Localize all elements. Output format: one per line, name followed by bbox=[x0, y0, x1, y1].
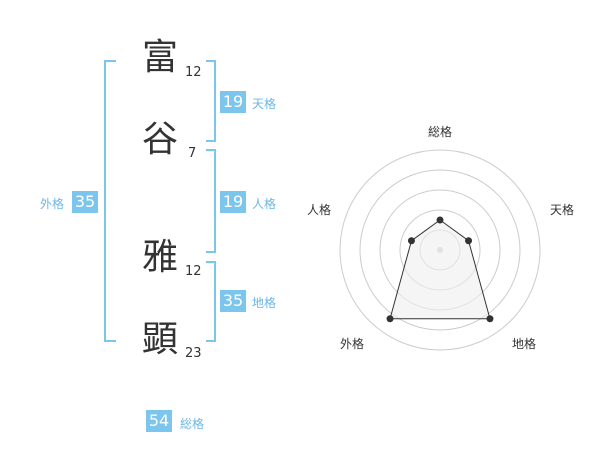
radar-point-4 bbox=[407, 237, 415, 245]
radar-point-3 bbox=[386, 315, 394, 323]
chikaku-label: 地格 bbox=[252, 296, 277, 310]
stroke-count-4: 23 bbox=[185, 346, 202, 361]
tenkaku-value-badge: 19 bbox=[220, 91, 246, 113]
radar-point-1 bbox=[465, 237, 473, 245]
chikaku-bracket bbox=[206, 261, 216, 342]
radar-point-0 bbox=[436, 216, 444, 224]
radar-point-2 bbox=[486, 315, 494, 323]
gaikaku-bracket bbox=[104, 60, 116, 342]
radar-grid-ring bbox=[359, 169, 521, 331]
soukaku-value-badge: 54 bbox=[146, 410, 172, 432]
stroke-count-1: 12 bbox=[185, 65, 202, 80]
stroke-count-2: 7 bbox=[188, 146, 197, 161]
radar-grid-ring bbox=[339, 149, 541, 351]
gaikaku-value-badge: 35 bbox=[72, 191, 98, 213]
radar-axis-label-chikaku: 地格 bbox=[512, 337, 537, 351]
radar-axis-label-tenkaku: 天格 bbox=[550, 203, 575, 217]
radar-axis-label-soukaku: 総格 bbox=[428, 125, 453, 139]
gaikaku-label: 外格 bbox=[40, 197, 65, 211]
radar-value-polygon bbox=[389, 219, 491, 320]
name-char-2: 谷 bbox=[142, 119, 179, 160]
radar-axis-label-jinkaku: 人格 bbox=[307, 203, 332, 217]
jinkaku-bracket bbox=[206, 149, 216, 253]
name-char-1: 富 bbox=[142, 37, 179, 78]
radar-axis-label-gaikaku: 外格 bbox=[340, 337, 365, 351]
chikaku-value-badge: 35 bbox=[220, 290, 246, 312]
tenkaku-bracket bbox=[206, 60, 216, 142]
tenkaku-label: 天格 bbox=[252, 97, 277, 111]
stroke-count-3: 12 bbox=[185, 264, 202, 279]
jinkaku-value-badge: 19 bbox=[220, 191, 246, 213]
soukaku-label: 総格 bbox=[180, 417, 205, 431]
jinkaku-label: 人格 bbox=[252, 197, 277, 211]
name-char-4: 顕 bbox=[142, 319, 179, 360]
name-char-3: 雅 bbox=[142, 237, 179, 278]
